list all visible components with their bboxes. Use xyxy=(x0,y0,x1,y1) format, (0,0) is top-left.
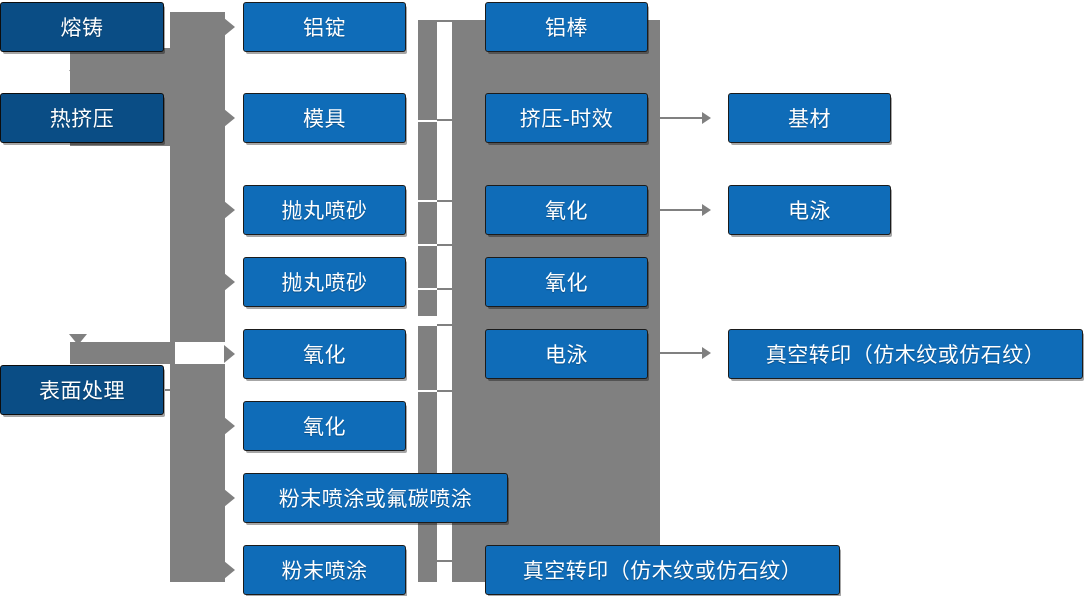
stage-label: 表面处理 xyxy=(39,380,125,403)
process-label: 模具 xyxy=(303,108,346,131)
tick-line-2 xyxy=(437,119,453,121)
process-label: 氧化 xyxy=(545,272,588,295)
arrow-to-c2-2 xyxy=(224,109,235,127)
connector-mid-bar-6 xyxy=(418,326,437,390)
arrow-to-c2-8 xyxy=(224,561,235,579)
arrow-to-c2-7 xyxy=(224,489,235,507)
connector-stage3-stub xyxy=(70,342,175,364)
arrow-down-stage1-to-stage2 xyxy=(69,70,87,81)
stage-box-hot-extrusion[interactable]: 热挤压 xyxy=(0,93,164,143)
process-label: 氧化 xyxy=(545,200,588,223)
process-label: 抛丸喷砂 xyxy=(281,272,368,295)
arrow-line-c4-3 xyxy=(660,352,704,354)
process-label: 真空转印（仿木纹或仿石纹） xyxy=(522,560,803,583)
process-label: 粉末喷涂或氟碳喷涂 xyxy=(278,488,473,511)
process-box-powder-or-fluorocarbon-coating[interactable]: 粉末喷涂或氟碳喷涂 xyxy=(243,473,508,523)
process-box-mold[interactable]: 模具 xyxy=(243,93,406,143)
result-box-vacuum-transfer[interactable]: 真空转印（仿木纹或仿石纹） xyxy=(728,329,1083,379)
arrow-to-c2-3 xyxy=(224,201,235,219)
process-label: 铝棒 xyxy=(545,17,588,40)
process-box-oxidation-c2-2[interactable]: 氧化 xyxy=(243,401,406,451)
result-box-electrophoresis[interactable]: 电泳 xyxy=(728,185,891,235)
stage-label: 热挤压 xyxy=(49,108,115,131)
tick-line-8 xyxy=(437,560,453,562)
process-label: 挤压-时效 xyxy=(519,108,614,131)
result-box-substrate[interactable]: 基材 xyxy=(728,93,891,143)
process-box-oxidation-c3-1[interactable]: 氧化 xyxy=(485,185,648,235)
tick-line-5 xyxy=(437,288,453,290)
tick-line-3 xyxy=(437,200,453,202)
arrow-line-c4-1 xyxy=(660,117,704,119)
arrow-to-c2-4 xyxy=(224,273,235,291)
process-box-powder-coating[interactable]: 粉末喷涂 xyxy=(243,545,406,595)
connector-trunk-upper xyxy=(170,12,225,342)
stage-box-surface-treatment[interactable]: 表面处理 xyxy=(0,365,164,415)
process-box-shot-blasting-2[interactable]: 抛丸喷砂 xyxy=(243,257,406,307)
process-label: 氧化 xyxy=(303,344,346,367)
process-label: 电泳 xyxy=(545,344,588,367)
process-label: 抛丸喷砂 xyxy=(281,200,368,223)
arrow-down-stage2-to-stage3 xyxy=(69,334,87,345)
stage-box-melting[interactable]: 熔铸 xyxy=(0,2,164,52)
connector-mid-bar-top xyxy=(418,20,437,120)
process-box-oxidation-c2-1[interactable]: 氧化 xyxy=(243,329,406,379)
arrow-to-c4-2 xyxy=(702,204,711,216)
connector-mid-bar-5 xyxy=(418,290,437,316)
result-label: 电泳 xyxy=(788,200,831,223)
tick-line-6 xyxy=(437,324,453,326)
tick-line-1 xyxy=(437,20,453,22)
arrow-to-c2-6 xyxy=(224,417,235,435)
connector-mid-bar-3 xyxy=(418,202,437,244)
arrow-to-c4-3 xyxy=(702,347,711,359)
process-box-aluminum-ingot[interactable]: 铝锭 xyxy=(243,2,406,52)
result-label: 真空转印（仿木纹或仿石纹） xyxy=(765,344,1046,367)
arrow-line-c4-2 xyxy=(660,209,704,211)
connector-trunk-lower xyxy=(170,364,225,582)
process-label: 铝锭 xyxy=(303,17,346,40)
connector-stage3-link xyxy=(165,389,181,391)
stage-label: 熔铸 xyxy=(60,17,104,40)
tick-line-4 xyxy=(437,244,453,246)
process-box-extrusion-aging[interactable]: 挤压-时效 xyxy=(485,93,648,143)
arrow-to-c4-1 xyxy=(702,112,711,124)
arrow-to-c2-1 xyxy=(224,18,235,36)
process-box-oxidation-c3-2[interactable]: 氧化 xyxy=(485,257,648,307)
process-box-electrophoresis-c3[interactable]: 电泳 xyxy=(485,329,648,379)
process-label: 氧化 xyxy=(303,416,346,439)
connector-mid-bar-4 xyxy=(418,246,437,288)
process-box-shot-blasting-1[interactable]: 抛丸喷砂 xyxy=(243,185,406,235)
process-box-aluminum-rod[interactable]: 铝棒 xyxy=(485,2,648,52)
result-label: 基材 xyxy=(788,108,831,131)
connector-mid-bar-2 xyxy=(418,122,437,200)
process-label: 粉末喷涂 xyxy=(281,560,368,583)
arrow-to-c2-5 xyxy=(224,345,235,363)
process-box-vacuum-transfer-c3[interactable]: 真空转印（仿木纹或仿石纹） xyxy=(485,545,840,595)
tick-line-7 xyxy=(437,390,453,392)
